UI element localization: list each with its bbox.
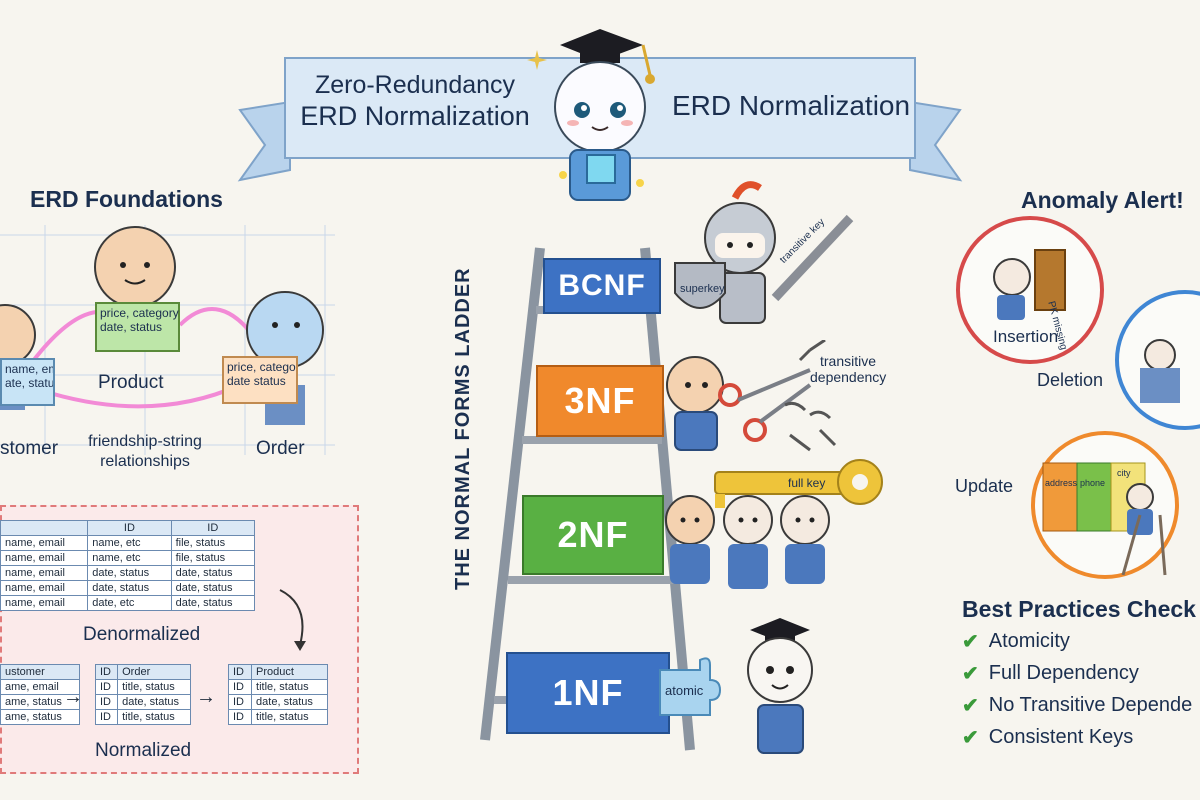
- table-header: Order: [117, 664, 191, 680]
- checklist-title: Best Practices Check: [962, 596, 1196, 622]
- check-icon: ✔: [962, 630, 979, 653]
- table-cell: ID: [94, 709, 119, 725]
- table-cell: name, email: [0, 535, 89, 551]
- table-cell: file, status: [170, 535, 256, 551]
- superkey-label: superkey: [680, 283, 725, 295]
- rung-1nf: 1NF: [506, 652, 670, 734]
- check-icon: ✔: [962, 726, 979, 749]
- table-cell: title, status: [251, 709, 328, 725]
- table-cell: date, status: [170, 595, 256, 611]
- right-arrow-icon: →: [196, 686, 216, 708]
- table-header: ID: [227, 664, 253, 680]
- checklist-item: ✔ Consistent Keys: [962, 721, 1192, 753]
- anomaly-title: Anomaly Alert!: [1021, 187, 1184, 213]
- table-cell: name, email: [0, 595, 89, 611]
- table-cell: ID: [227, 679, 253, 695]
- banner-title-right: ERD Normalization: [672, 90, 911, 121]
- table-cell: ID: [94, 679, 119, 695]
- foundations-title: ERD Foundations: [30, 186, 223, 212]
- insertion-label: Insertion: [993, 327, 1059, 346]
- table-cell: name, email: [0, 580, 89, 596]
- table-header: ID: [94, 664, 119, 680]
- customer-label: stomer: [0, 438, 59, 459]
- table-cell: date, status: [251, 694, 328, 710]
- right-arrow-icon: →: [63, 686, 83, 708]
- sparkle-icon: [527, 50, 547, 70]
- relationship-label-line2: relationships: [100, 453, 190, 470]
- table-cell: ame, status: [0, 694, 80, 710]
- table-cell: date, status: [87, 580, 172, 596]
- table-cell: name, etc: [87, 535, 172, 551]
- checklist-item-label: Consistent Keys: [988, 725, 1134, 748]
- check-icon: ✔: [962, 694, 979, 717]
- table-cell: date, status: [87, 565, 172, 581]
- product-label: Product: [98, 372, 164, 393]
- table-cell: file, status: [170, 550, 256, 566]
- table-cell: name, email: [0, 550, 89, 566]
- order-attributes-card: price, categor date status: [222, 356, 298, 404]
- scissors-worker-icon: [666, 340, 837, 452]
- update-col-phone: phone: [1080, 478, 1106, 488]
- table-cell: date, status: [117, 694, 191, 710]
- checklist-item-label: No Transitive Depende: [988, 693, 1193, 716]
- table-cell: ID: [227, 709, 253, 725]
- update-col-address: address: [1045, 478, 1078, 488]
- table-cell: title, status: [117, 679, 191, 695]
- down-arrow-icon: [279, 589, 306, 651]
- anomaly-circles: [956, 216, 1200, 579]
- transitive-label-line2: dependency: [810, 369, 887, 385]
- transitive-label-line1: transitive: [820, 353, 877, 369]
- checklist-item-label: Atomicity: [988, 629, 1070, 652]
- normalized-label: Normalized: [95, 740, 192, 761]
- knight-icon: [674, 181, 854, 324]
- rung-3nf: 3NF: [536, 365, 664, 437]
- table-cell: title, status: [251, 679, 328, 695]
- rung-2nf: 2NF: [522, 495, 664, 575]
- table-cell: ID: [227, 694, 253, 710]
- checklist: ✔ Atomicity ✔ Full Dependency ✔ No Transiti…: [962, 625, 1192, 753]
- banner-title-line2: ERD Normalization: [300, 101, 530, 131]
- product-attributes-card: price, category date, status: [95, 302, 180, 352]
- table-header: ustomer: [0, 664, 80, 680]
- table-cell: date, status: [170, 565, 256, 581]
- table-cell: title, status: [117, 709, 191, 725]
- table-cell: name, email: [0, 565, 89, 581]
- table-cell: date, etc: [87, 595, 172, 611]
- deletion-label: Deletion: [1037, 370, 1104, 390]
- full-key-workers-icon: [665, 459, 883, 589]
- denorm-header: ID: [170, 520, 256, 536]
- table-cell: name, etc: [87, 550, 172, 566]
- checklist-item: ✔ No Transitive Depende: [962, 689, 1192, 721]
- denormalized-label: Denormalized: [83, 624, 201, 645]
- customer-table: ustomer ame, email ame, status ame, stat…: [0, 664, 80, 725]
- table-cell: ame, status: [0, 709, 80, 725]
- denorm-header: [0, 520, 89, 536]
- table-cell: ID: [94, 694, 119, 710]
- table-header: Product: [251, 664, 328, 680]
- atomic-label: atomic: [665, 683, 704, 698]
- denorm-header: ID: [87, 520, 172, 536]
- full-key-label: full key: [788, 476, 826, 490]
- update-label: Update: [955, 476, 1014, 496]
- checklist-item-label: Full Dependency: [988, 661, 1139, 684]
- table-cell: date, status: [170, 580, 256, 596]
- rung-bcnf: BCNF: [543, 258, 661, 314]
- update-col-city: city: [1117, 468, 1131, 478]
- graduate-mascot-icon: [554, 29, 655, 201]
- customer-attributes-card: name, email ate, status: [0, 358, 55, 406]
- relationship-label-line1: friendship-string: [88, 433, 202, 450]
- check-icon: ✔: [962, 662, 979, 685]
- checklist-item: ✔ Full Dependency: [962, 657, 1192, 689]
- checklist-item: ✔ Atomicity: [962, 625, 1192, 657]
- banner-title-line1: Zero-Redundancy: [314, 71, 516, 99]
- order-label: Order: [256, 438, 305, 459]
- atomic-graduate-icon: [659, 618, 813, 754]
